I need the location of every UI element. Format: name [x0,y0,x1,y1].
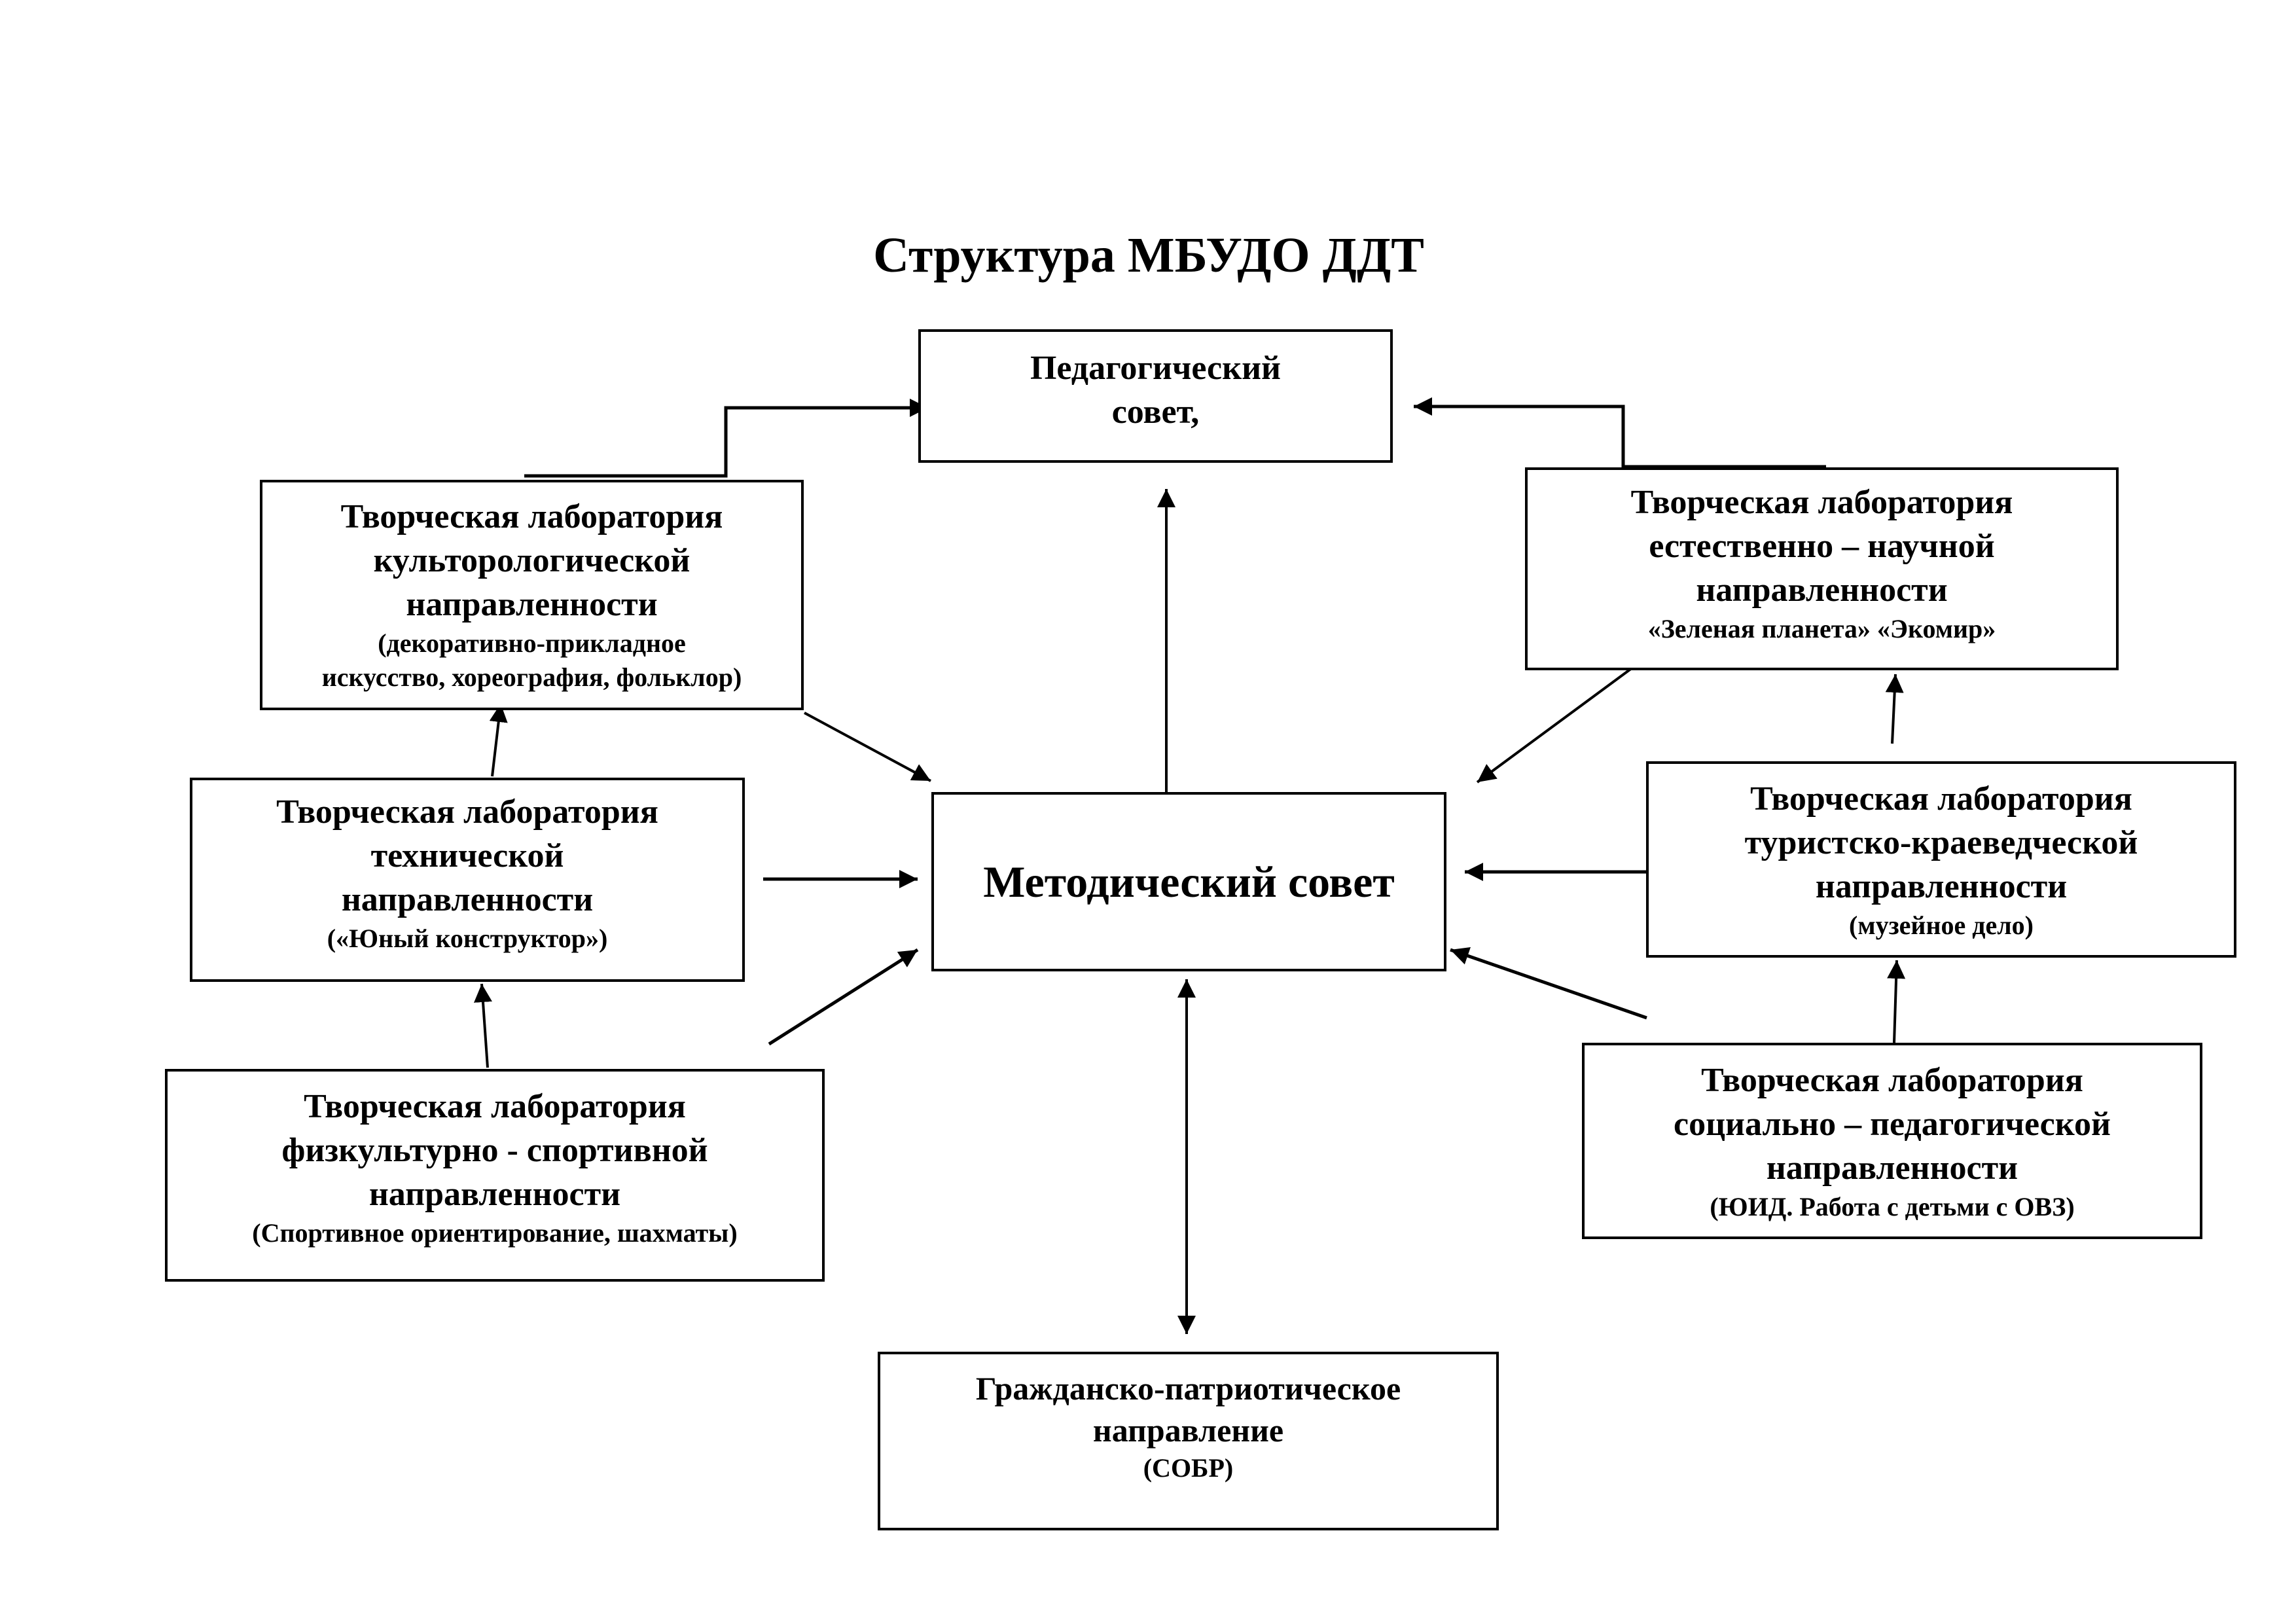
node-sublabel: (ЮИД. Работа с детьми с ОВЗ) [1710,1192,2075,1221]
edge-natural-to-method [1476,656,1648,784]
node-label: Гражданско-патриотическое направление [975,1370,1401,1449]
node-lab-technical: Творческая лаборатория технической напра… [190,778,745,982]
node-label: Творческая лаборатория естественно – нау… [1630,484,2013,609]
edge-social-to-tourism [1887,960,1906,1043]
node-sublabel: (Спортивное ориентирование, шахматы) [252,1218,738,1248]
node-sublabel: (СОБР) [1143,1453,1234,1483]
node-sublabel: («Юный конструктор») [327,924,608,953]
node-label: Методический совет [983,857,1395,907]
node-label: Творческая лаборатория социально – педаг… [1673,1062,2111,1187]
node-lab-sport: Творческая лаборатория физкультурно - сп… [165,1069,825,1282]
node-pedagogical-council: Педагогический совет, [918,329,1393,463]
page-title: Структура МБУДО ДДТ [873,228,1424,283]
edge-cultural-to-method [804,712,931,782]
node-lab-cultural: Творческая лаборатория культорологическо… [260,480,804,710]
edge-social-to-method [1450,947,1647,1020]
edge-sport-to-method [768,948,919,1046]
edge-natural-to-ped [1414,397,1826,469]
edge-tourism-to-natural [1885,674,1904,744]
node-label: Творческая лаборатория технической напра… [276,793,658,918]
node-lab-tourism: Творческая лаборатория туристско-краевед… [1646,761,2236,958]
node-civic-patriotic: Гражданско-патриотическое направление (С… [878,1352,1499,1530]
node-lab-social: Творческая лаборатория социально – педаг… [1582,1043,2202,1239]
node-label: Творческая лаборатория физкультурно - сп… [281,1088,708,1213]
edge-cultural-to-ped [524,399,928,478]
node-label: Творческая лаборатория культорологическо… [340,498,723,623]
node-label: Педагогический совет, [1030,350,1282,431]
node-sublabel: (музейное дело) [1849,911,2034,940]
node-methodological-council: Методический совет [931,792,1446,971]
node-label: Творческая лаборатория туристско-краевед… [1744,780,2138,905]
node-sublabel: (декоративно-прикладное искусство, хорео… [321,628,742,692]
node-lab-natural-science: Творческая лаборатория естественно – нау… [1525,467,2119,670]
edge-sport-to-technical [473,983,492,1068]
edge-technical-to-cultural [489,703,508,777]
node-sublabel: «Зеленая планета» «Экомир» [1647,614,1996,643]
